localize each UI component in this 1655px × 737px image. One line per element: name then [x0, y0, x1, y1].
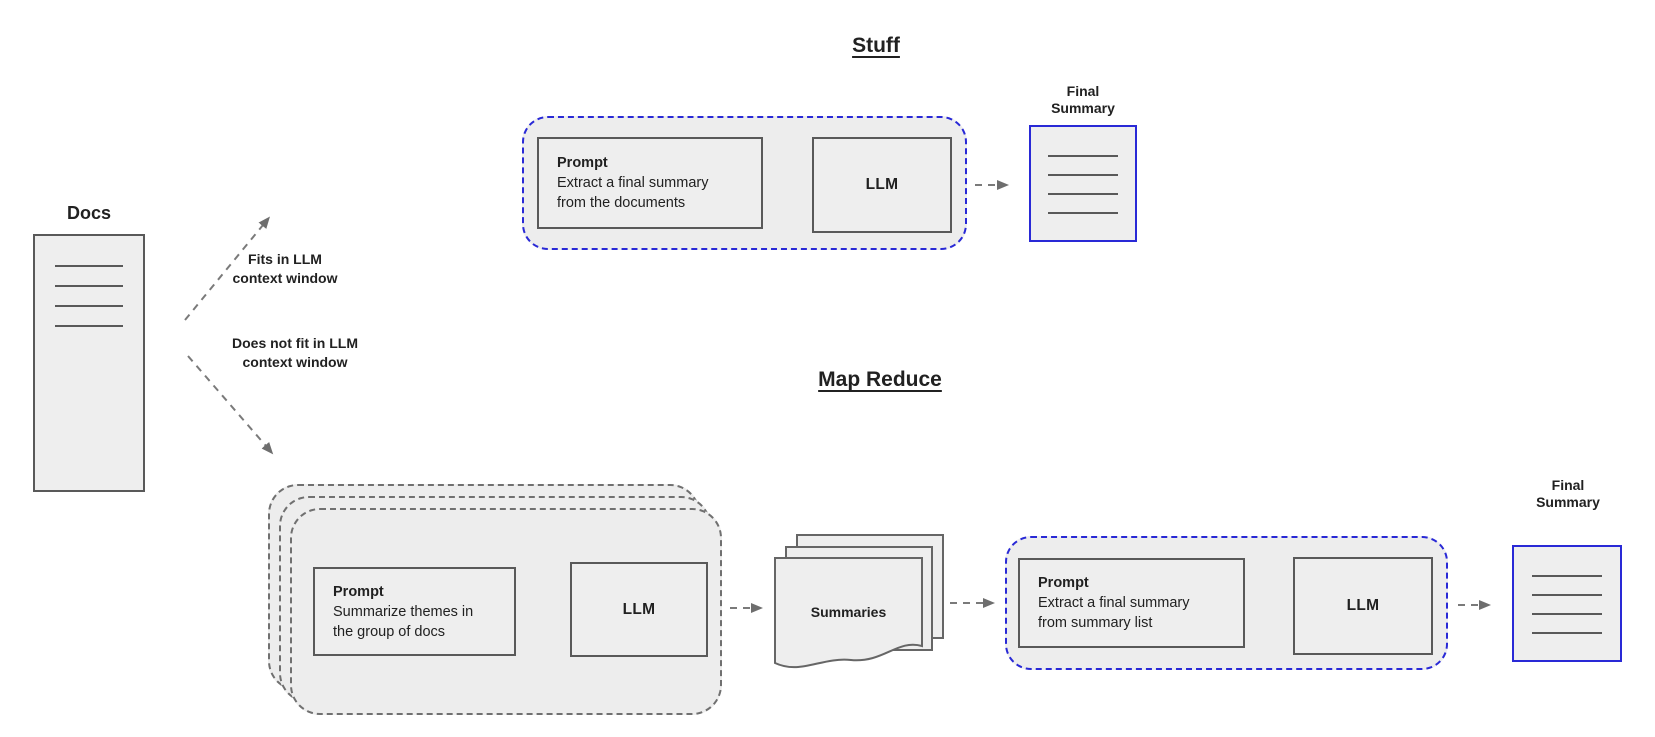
stuff-final-summary-label-line1: Final: [1066, 83, 1100, 99]
map-llm-box: LLM: [570, 562, 708, 657]
stuff-section-title: Stuff: [852, 34, 900, 57]
reduce-prompt-line2: from summary list: [1038, 615, 1153, 631]
map-prompt-line1: Summarize themes in: [333, 603, 474, 620]
doc-text-line: [55, 325, 123, 327]
map-prompt-heading: Prompt: [333, 583, 384, 600]
reduce-prompt-box: Prompt Extract a final summary from summ…: [1018, 558, 1245, 648]
stuff-final-summary-label-line2: Summary: [1051, 100, 1115, 116]
doc-text-line: [1532, 632, 1602, 634]
doc-text-line: [55, 285, 123, 287]
doc-text-line: [1048, 174, 1118, 176]
does-not-fit-label: Does not fit in LLM context window: [215, 334, 375, 372]
fits-context-label-line1: Fits in LLM: [248, 251, 322, 267]
fits-context-label: Fits in LLM context window: [205, 250, 365, 288]
doc-text-line: [1048, 155, 1118, 157]
docs-label: Docs: [66, 203, 111, 223]
doc-text-line: [1048, 193, 1118, 195]
stuff-llm-box: LLM: [812, 137, 952, 233]
doc-text-line: [1532, 575, 1602, 577]
fits-context-label-line2: context window: [232, 270, 338, 286]
reduce-prompt-line1: Extract a final summary: [1038, 595, 1190, 611]
summaries-pages-icon: [774, 534, 944, 669]
reduce-final-summary-document: [1512, 545, 1622, 662]
reduce-prompt-heading: Prompt: [1038, 575, 1089, 591]
doc-text-line: [1048, 212, 1118, 214]
map-reduce-section-title: Map Reduce: [818, 368, 942, 391]
stuff-final-summary-document: [1029, 125, 1137, 242]
docs-document: [33, 234, 145, 492]
stuff-prompt-line1: Extract a final summary: [557, 175, 709, 191]
reduce-final-summary-label-line1: Final: [1551, 477, 1585, 493]
summaries-label: Summaries: [810, 604, 887, 620]
doc-text-line: [1532, 594, 1602, 596]
doc-text-line: [55, 265, 123, 267]
stuff-prompt-line2: from the documents: [557, 195, 686, 211]
map-prompt-line2: the group of docs: [333, 623, 446, 640]
stuff-prompt-box: Prompt Extract a final summary from the …: [537, 137, 763, 229]
does-not-fit-label-line1: Does not fit in LLM: [232, 335, 358, 351]
reduce-final-summary-label-line2: Summary: [1536, 494, 1600, 510]
map-prompt-box: Prompt Summarize themes in the group of …: [313, 567, 516, 656]
reduce-llm-box: LLM: [1293, 557, 1433, 655]
doc-text-line: [55, 305, 123, 307]
doc-text-line: [1532, 613, 1602, 615]
does-not-fit-label-line2: context window: [242, 354, 348, 370]
stuff-final-summary-label: Final Summary: [1023, 83, 1143, 117]
reduce-final-summary-label: Final Summary: [1508, 477, 1628, 511]
stuff-prompt-heading: Prompt: [557, 155, 608, 171]
